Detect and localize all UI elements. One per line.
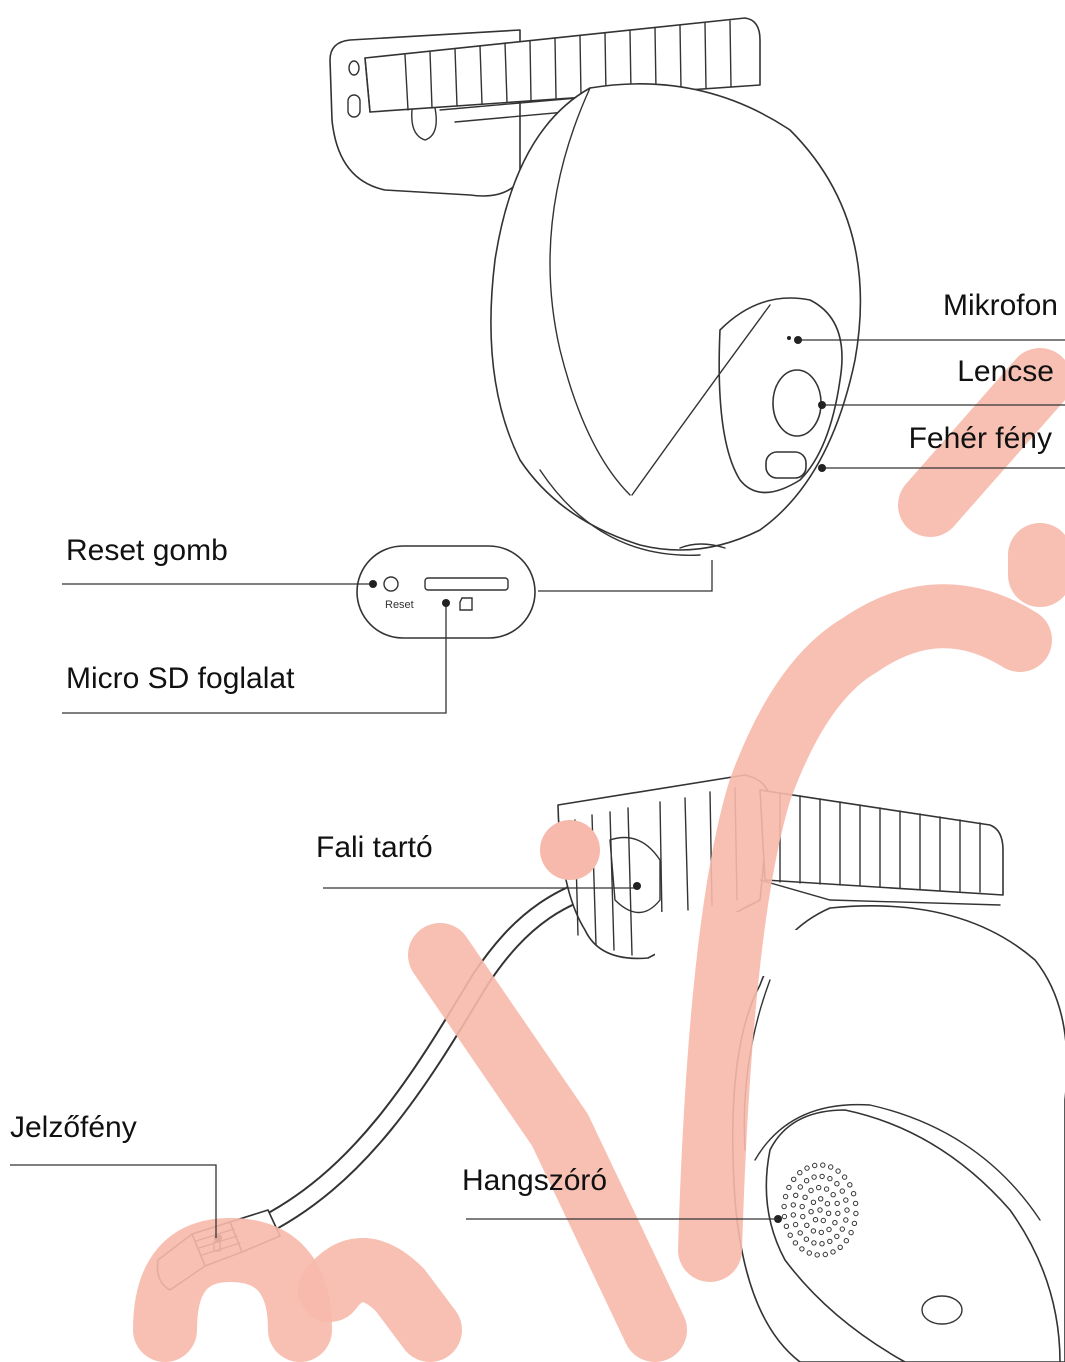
label-feher-feny: Fehér fény [909, 422, 1052, 455]
callout-dot-reset [369, 580, 377, 588]
callout-dot-micro-sd [442, 599, 450, 607]
callout-line-jelzofeny [10, 1165, 216, 1238]
mic-hole [787, 336, 791, 340]
label-reset-gomb: Reset gomb [66, 534, 228, 567]
white-light-window [766, 452, 806, 478]
lens-glass [773, 370, 821, 436]
callout-dot-lencse [818, 401, 826, 409]
label-hangszoro: Hangszóró [462, 1164, 607, 1197]
callout-dot-fali-tarto [633, 882, 641, 890]
callout-line-port-panel [538, 560, 712, 591]
watermark-stroke-3 [440, 955, 655, 1330]
callout-dot-mikrofon [794, 336, 802, 344]
watermark-stroke-2 [330, 1270, 430, 1330]
label-fali-tarto: Fali tartó [316, 831, 433, 864]
top-camera-illustration [330, 18, 860, 555]
callout-dot-feher-feny [818, 464, 826, 472]
label-jelzofeny: Jelzőfény [10, 1111, 137, 1144]
watermark-stroke-1 [165, 1250, 300, 1330]
label-mikrofon: Mikrofon [943, 289, 1058, 322]
label-micro-sd: Micro SD foglalat [66, 662, 295, 695]
reset-button-text: Reset [385, 599, 414, 611]
ribbed-bar-bottom [760, 790, 1003, 895]
watermark-dot [540, 820, 600, 880]
label-lencse: Lencse [957, 355, 1054, 388]
